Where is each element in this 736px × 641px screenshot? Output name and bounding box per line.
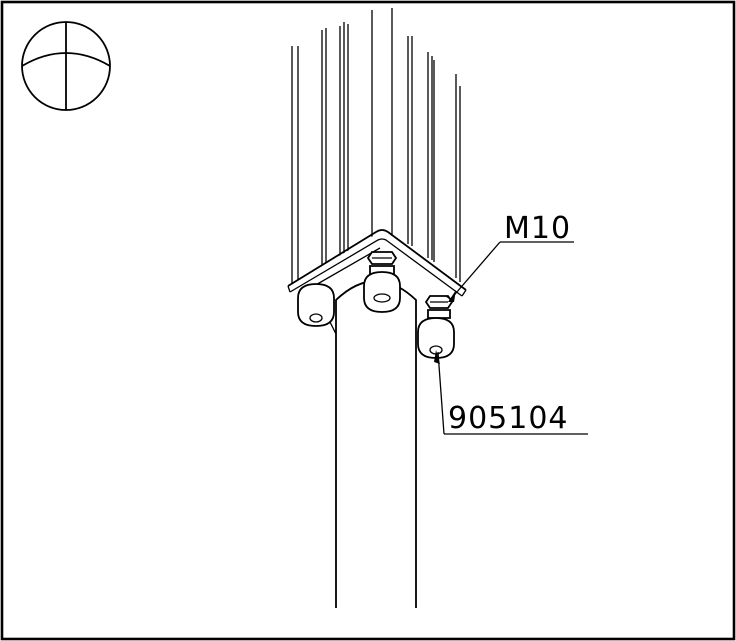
- callout-label-905104: 905104: [448, 401, 569, 436]
- leader-line-m10: [449, 241, 501, 301]
- right-nut: [424, 295, 454, 319]
- profile-extrusion: [291, 8, 461, 286]
- callout-label-m10: M10: [504, 211, 571, 246]
- leader-line-905104: [437, 351, 445, 435]
- callout-m10: M10: [445, 211, 574, 302]
- post-tube: [335, 280, 417, 608]
- view-symbol-icon: [21, 21, 111, 111]
- center-bolt: [363, 251, 401, 313]
- callout-905104: 905104: [434, 350, 588, 436]
- left-bolt-cap: [297, 283, 337, 335]
- right-foot-cap: [417, 317, 455, 359]
